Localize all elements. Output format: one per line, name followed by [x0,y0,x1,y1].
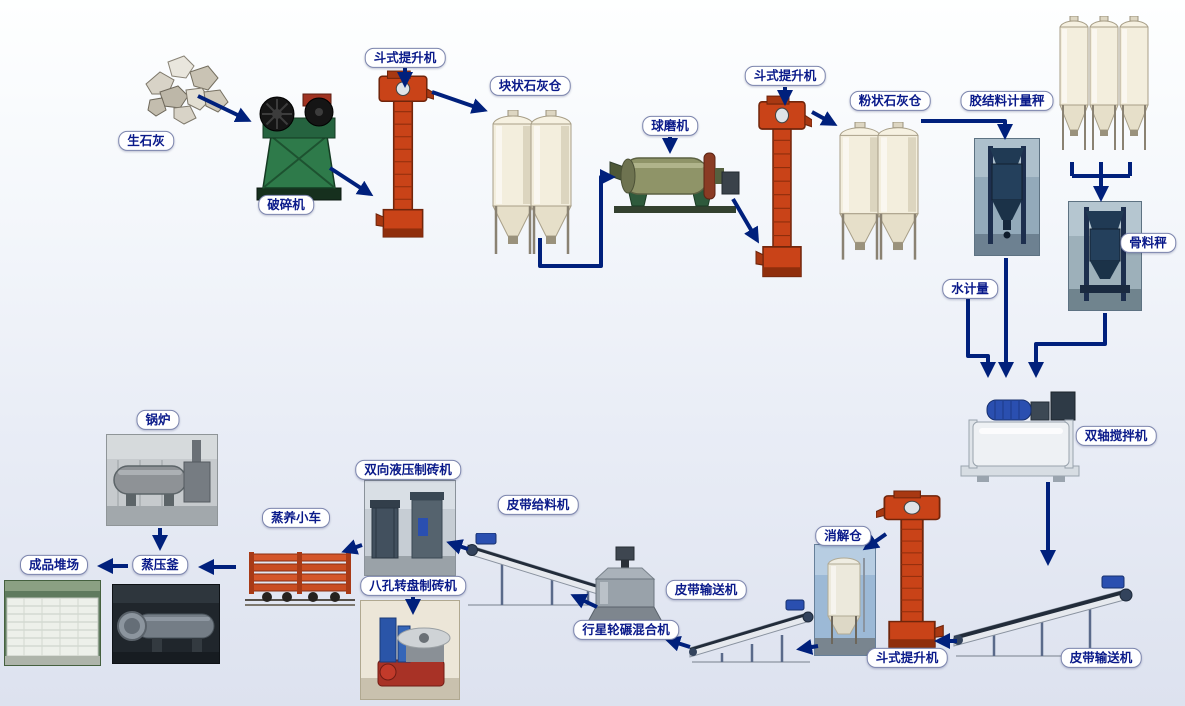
binder-metering-scale-graphic [974,138,1040,256]
label-binder-metering-scale: 胶结料计量秤 [960,90,1054,112]
aggregate-silos-graphic [1059,16,1149,150]
belt-feeder-graphic [466,533,606,606]
aggregate-scale-graphic [1068,201,1142,311]
digestion-silo-graphic [814,544,876,656]
product-yard-graphic [4,580,101,666]
belt-conveyor-right-graphic [953,575,1133,657]
steam-curing-cart-graphic [245,552,355,606]
boiler-graphic [106,434,218,526]
label-aggregate-scale: 骨料秤 [1120,232,1176,254]
rotary-brick-machine-graphic [360,600,460,700]
label-belt-conveyor-mid: 皮带输送机 [665,579,747,601]
label-bucket-elevator-1: 斗式提升机 [364,47,446,69]
label-bucket-elevator-2: 斗式提升机 [744,65,826,87]
label-crusher: 破碎机 [258,194,314,216]
bucket-elevator-2-graphic [755,95,812,278]
label-ball-mill: 球磨机 [642,115,698,137]
label-lump-lime-silo: 块状石灰仓 [489,75,571,97]
label-belt-feeder: 皮带给料机 [497,494,579,516]
label-digestion-silo: 消解仓 [815,525,871,547]
label-steam-curing-cart: 蒸养小车 [261,507,331,529]
bucket-elevator-3-graphic [876,490,944,648]
label-belt-conveyor-right: 皮带输送机 [1060,647,1142,669]
label-planetary-mixer: 行星轮碾混合机 [573,619,679,641]
belt-conveyor-mid-graphic [689,599,814,663]
label-twin-shaft-mixer: 双轴搅拌机 [1075,425,1157,447]
label-rotary-brick-machine: 八孔转盘制砖机 [360,575,466,597]
label-bucket-elevator-3: 斗式提升机 [866,647,948,669]
bucket-elevator-1-graphic [375,70,434,238]
powder-lime-silos-graphic [839,122,919,260]
label-quicklime: 生石灰 [118,130,174,152]
lump-lime-silos-graphic [492,110,572,254]
autoclave-graphic [112,584,220,664]
hydraulic-brick-machine-graphic [364,480,456,576]
crusher-graphic [256,93,342,201]
twin-shaft-mixer-graphic [960,391,1080,482]
label-powder-lime-silo: 粉状石灰仓 [849,90,931,112]
ball-mill-graphic [609,152,740,213]
label-autoclave: 蒸压釜 [132,554,188,576]
quicklime-rocks-graphic [145,55,229,125]
label-product-yard: 成品堆场 [19,554,89,576]
label-boiler: 锅炉 [136,409,180,431]
label-water-metering: 水计量 [942,278,998,300]
label-hydraulic-brick-machine: 双向液压制砖机 [355,459,461,481]
